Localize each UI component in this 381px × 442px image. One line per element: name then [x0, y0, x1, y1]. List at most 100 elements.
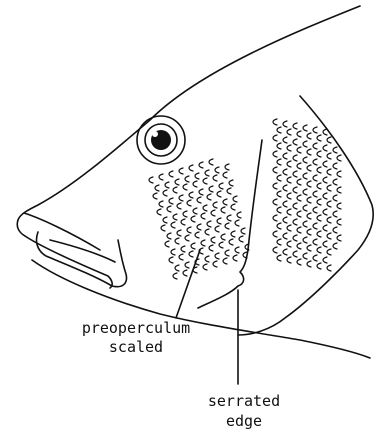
- scale-mark: [323, 177, 327, 183]
- scale-mark: [317, 151, 321, 157]
- scale-mark: [221, 234, 225, 240]
- scale-mark: [303, 221, 307, 227]
- scale-mark: [277, 239, 281, 245]
- scale-mark: [283, 121, 287, 127]
- scale-mark: [293, 171, 297, 177]
- scale-mark: [227, 188, 231, 194]
- scale-mark: [297, 243, 301, 249]
- scale-mark: [273, 247, 277, 253]
- scale-mark: [199, 189, 203, 195]
- scale-mark: [333, 227, 337, 233]
- scale-mark: [177, 230, 181, 236]
- scale-mark: [303, 157, 307, 163]
- scale-mark: [209, 186, 213, 192]
- scale-mark: [303, 253, 307, 259]
- scale-mark: [185, 235, 189, 241]
- scale-mark: [183, 184, 187, 190]
- scale-mark: [179, 254, 183, 260]
- scale-mark: [173, 187, 177, 193]
- scale-mark: [337, 187, 341, 193]
- scale-mark: [225, 250, 229, 256]
- scale-mark: [169, 257, 173, 263]
- scale-mark: [317, 215, 321, 221]
- scale-mark: [287, 129, 291, 135]
- scale-mark: [223, 172, 227, 178]
- scale-mark: [283, 169, 287, 175]
- scale-mark: [293, 251, 297, 257]
- chin-line: [32, 260, 370, 358]
- scale-mark: [169, 198, 173, 204]
- scale-mark: [219, 242, 223, 248]
- scale-mark: [293, 203, 297, 209]
- scale-mark: [283, 217, 287, 223]
- scale-mark: [169, 171, 173, 177]
- scale-mark: [229, 239, 233, 245]
- scale-mark: [167, 206, 171, 212]
- scale-mark: [297, 147, 301, 153]
- scale-mark: [197, 224, 201, 230]
- scale-mark: [175, 265, 179, 271]
- scale-mark: [199, 248, 203, 254]
- scale-mark: [337, 171, 341, 177]
- scale-mark: [317, 183, 321, 189]
- scale-mark: [195, 173, 199, 179]
- scale-mark: [277, 159, 281, 165]
- scale-mark: [323, 129, 327, 135]
- scale-mark: [287, 145, 291, 151]
- scale-marks: [149, 119, 341, 279]
- scale-mark: [155, 185, 159, 191]
- scale-mark: [313, 255, 317, 261]
- scale-mark: [323, 209, 327, 215]
- scale-mark: [183, 211, 187, 217]
- scale-mark: [317, 135, 321, 141]
- scale-mark: [231, 231, 235, 237]
- scale-mark: [213, 202, 217, 208]
- scale-mark: [317, 247, 321, 253]
- scale-mark: [161, 225, 165, 231]
- scale-mark: [159, 201, 163, 207]
- scale-mark: [153, 193, 157, 199]
- scale-mark: [215, 253, 219, 259]
- serrated-label-line1: serrated: [208, 392, 280, 410]
- scale-mark: [211, 237, 215, 243]
- scale-mark: [277, 127, 281, 133]
- scale-mark: [317, 167, 321, 173]
- scale-mark: [327, 265, 331, 271]
- scale-mark: [165, 241, 169, 247]
- scale-mark: [313, 223, 317, 229]
- scale-mark: [297, 179, 301, 185]
- scale-mark: [293, 187, 297, 193]
- scale-mark: [189, 251, 193, 257]
- scale-mark: [181, 246, 185, 252]
- scale-mark: [333, 211, 337, 217]
- preoperculum-label-line1: preoperculum: [82, 319, 190, 337]
- scale-mark: [277, 191, 281, 197]
- serrated-label-line2: edge: [226, 412, 262, 430]
- scale-mark: [185, 262, 189, 268]
- scale-mark: [303, 189, 307, 195]
- scale-mark: [203, 264, 207, 270]
- scale-mark: [215, 167, 219, 173]
- scale-mark: [201, 240, 205, 246]
- scale-mark: [203, 178, 207, 184]
- scale-mark: [229, 180, 233, 186]
- scale-mark: [209, 159, 213, 165]
- scale-mark: [277, 175, 281, 181]
- scale-mark: [327, 249, 331, 255]
- scale-mark: [225, 164, 229, 170]
- scale-mark: [327, 217, 331, 223]
- scale-mark: [239, 236, 243, 242]
- scale-mark: [307, 165, 311, 171]
- scale-mark: [327, 153, 331, 159]
- scale-mark: [179, 195, 183, 201]
- scale-mark: [177, 203, 181, 209]
- preoperculum-label-line2: scaled: [109, 338, 163, 356]
- scale-mark: [233, 255, 237, 261]
- scale-mark: [283, 233, 287, 239]
- scale-mark: [293, 139, 297, 145]
- scale-mark: [297, 211, 301, 217]
- scale-mark: [287, 209, 291, 215]
- scale-mark: [293, 123, 297, 129]
- scale-mark: [223, 199, 227, 205]
